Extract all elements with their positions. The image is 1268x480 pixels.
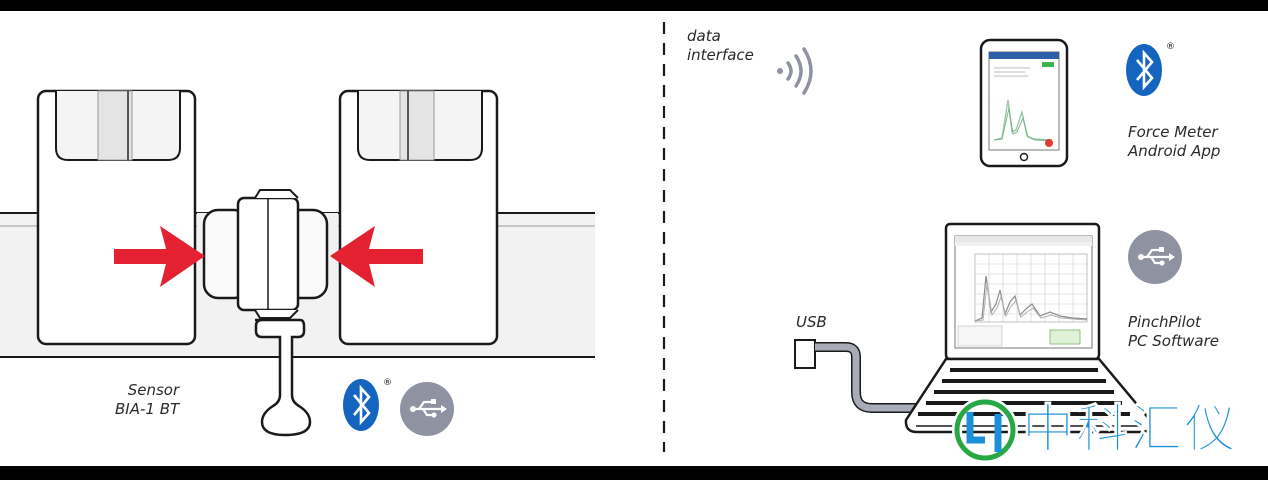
pinchpilot-line-2: PC Software: [1128, 332, 1220, 350]
watermark-logo-icon: [952, 397, 1018, 463]
force-meter-label: Force Meter Android App: [1128, 123, 1220, 161]
watermark-text: 中科汇仪: [1021, 400, 1239, 461]
sensor-label-line-1: Sensor: [127, 381, 180, 399]
data-interface-label: data interface: [687, 27, 754, 65]
grip-sensor-icon: [202, 189, 329, 437]
tablet-icon: [979, 38, 1069, 168]
usb-plug-icon: [794, 339, 920, 413]
wireless-signal-icon: [777, 47, 813, 95]
bottom-border-band: [0, 466, 1268, 480]
usb-icon: [1128, 230, 1182, 284]
pinchpilot-line-1: PinchPilot: [1128, 313, 1201, 331]
sensor-label-line-2: BIA-1 BT: [115, 400, 180, 418]
bluetooth-icon: [1126, 44, 1162, 96]
data-interface-line-1: data: [687, 27, 721, 45]
arrow-icon: [114, 226, 205, 287]
force-meter-line-2: Android App: [1128, 142, 1221, 160]
usb-label: USB: [796, 313, 827, 331]
arrow-icon: [330, 226, 423, 287]
registered-mark: ®: [383, 378, 392, 388]
pinchpilot-label: PinchPilot PC Software: [1128, 313, 1219, 351]
top-border-band: [0, 0, 1268, 11]
data-interface-line-2: interface: [687, 46, 754, 64]
registered-mark: ®: [1166, 42, 1175, 52]
sensor-label: Sensor BIA-1 BT: [115, 381, 180, 419]
bluetooth-icon: [343, 379, 379, 431]
force-meter-line-1: Force Meter: [1128, 123, 1218, 141]
usb-icon: [400, 382, 454, 436]
